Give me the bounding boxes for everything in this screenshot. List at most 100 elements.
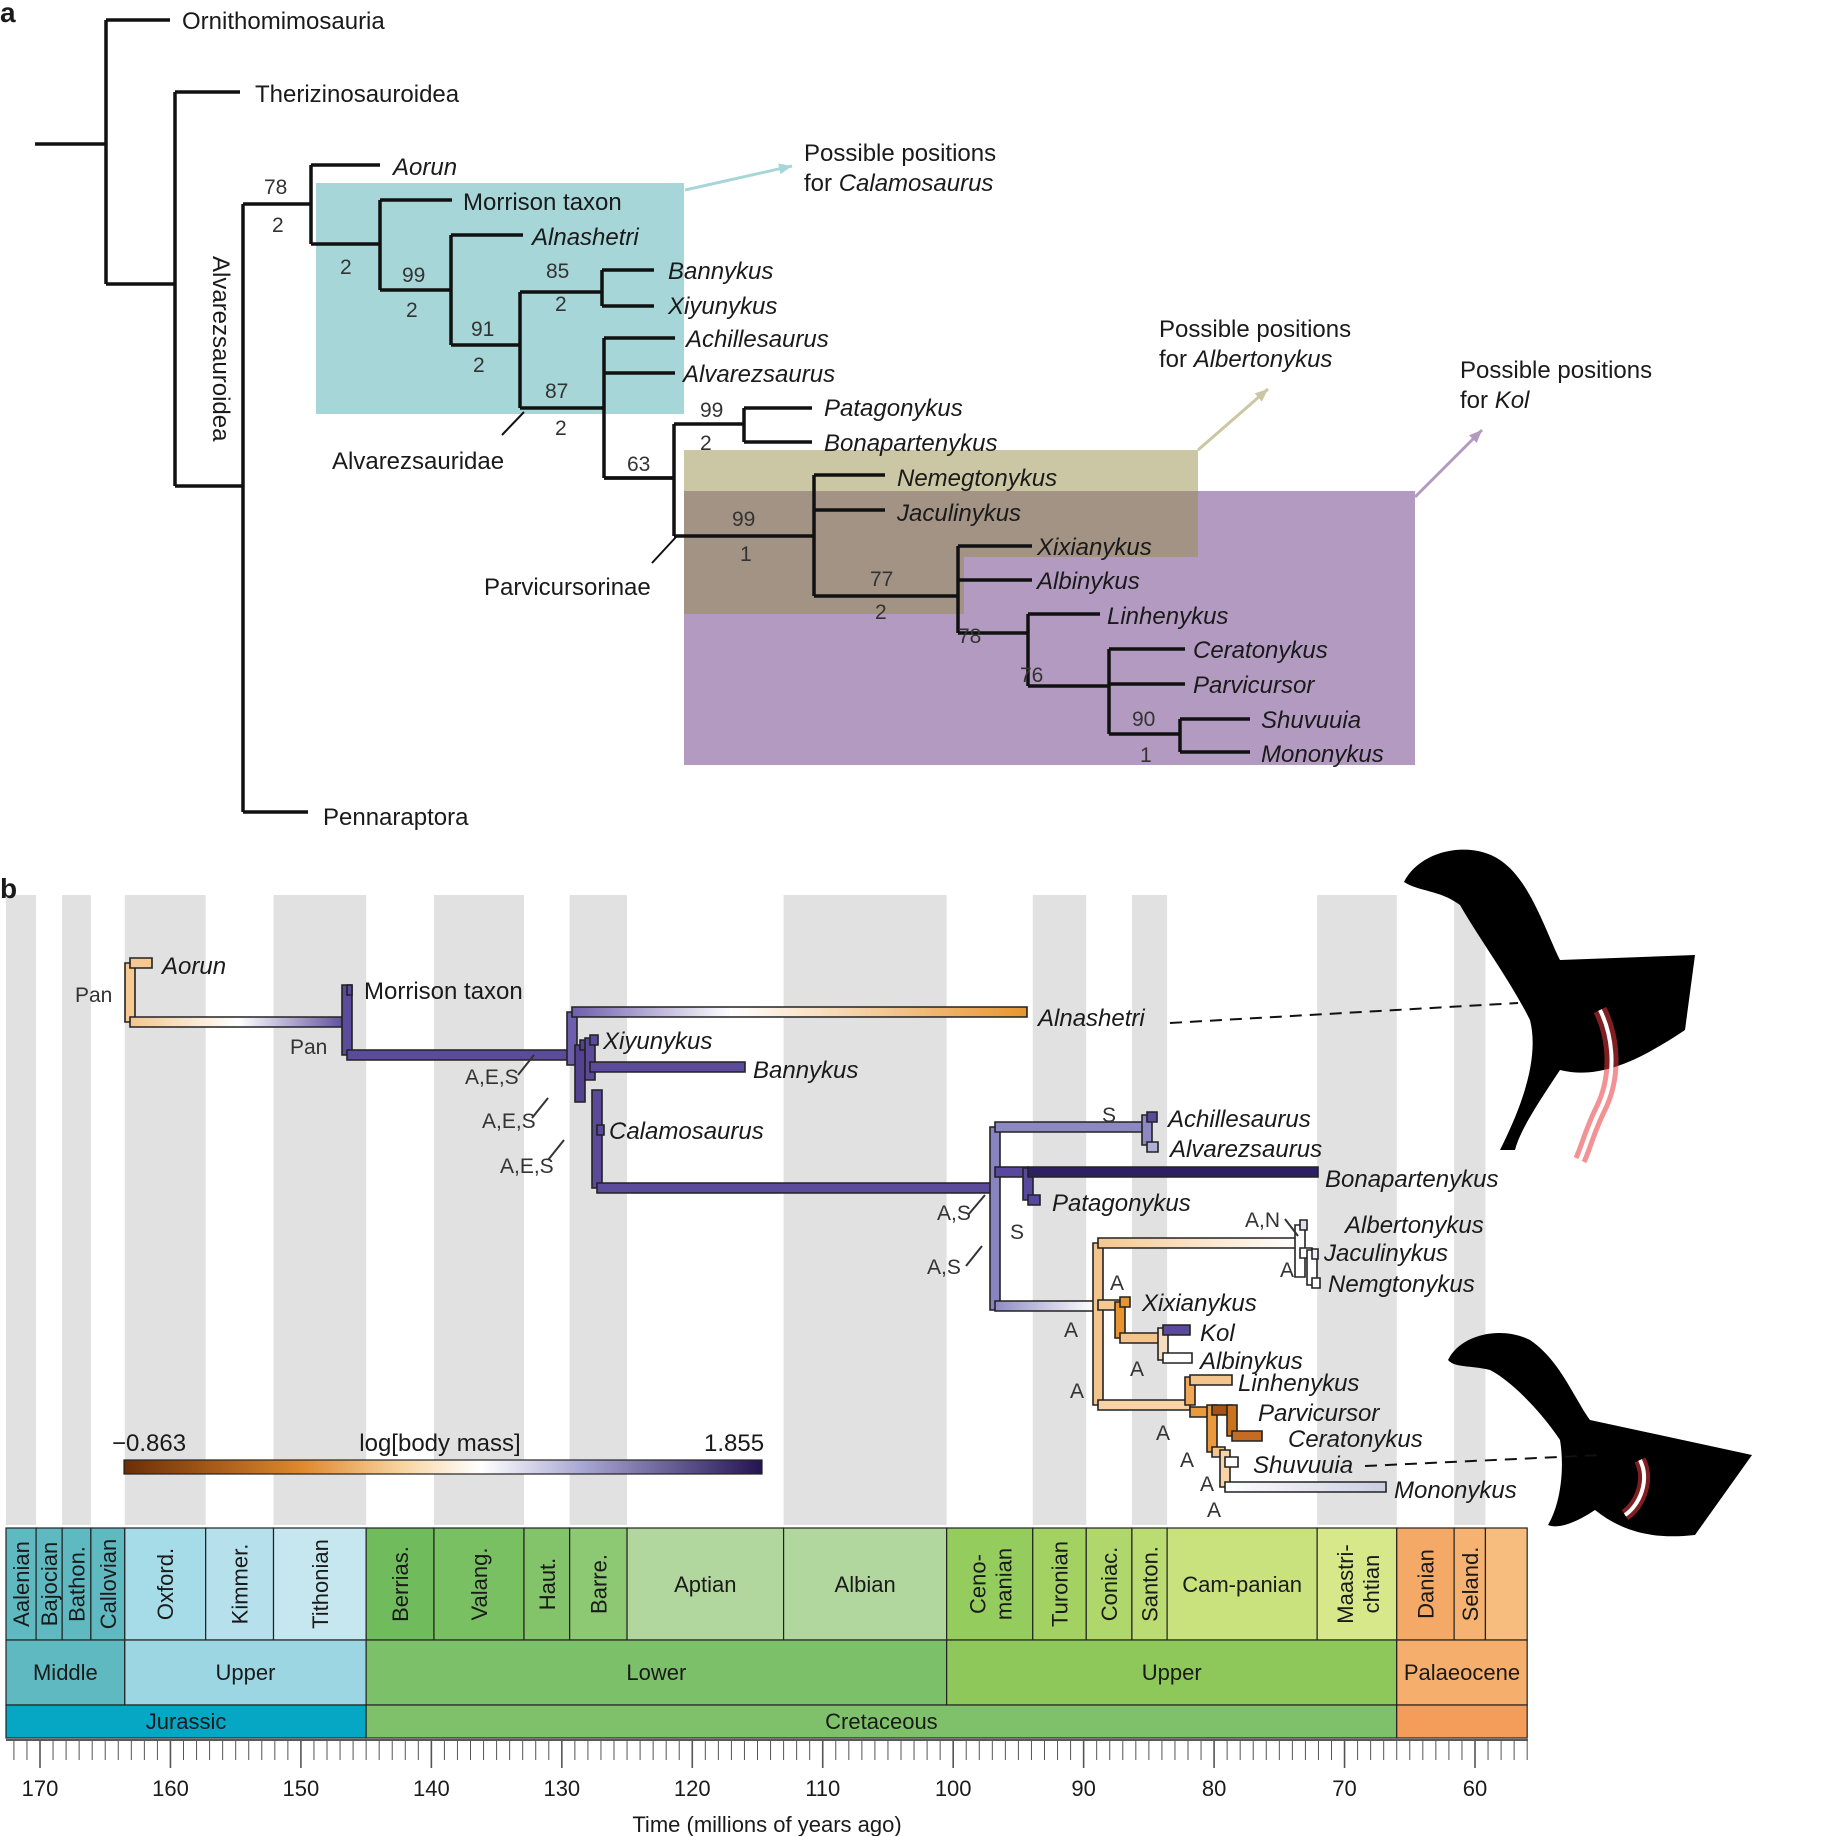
tick-label-9: 80: [1202, 1776, 1226, 1801]
outgroup-pennaraptora: Pennaraptora: [323, 804, 469, 831]
support-value-7: 85: [546, 260, 569, 283]
stage-label-13-a: Ceno-: [966, 1554, 991, 1614]
stage-label-17: Cam-panian: [1182, 1572, 1302, 1597]
change-4: A,E,S: [500, 1155, 554, 1178]
tick-label-5: 120: [674, 1776, 711, 1801]
support-value-21: 1: [1140, 744, 1152, 767]
upper-forelimb: [1578, 1009, 1614, 1161]
stage-label-5: Kimmer.: [228, 1544, 253, 1625]
stage-cell-8: [433, 1527, 525, 1641]
outgroup-ornithomimosauria: Ornithomimosauria: [182, 8, 385, 35]
stage-stripe: [433, 895, 524, 1525]
b-taxon-12: Nemgtonykus: [1328, 1271, 1475, 1298]
stage-label-13-b: manian: [992, 1548, 1017, 1620]
taxon-13: Linhenykus: [1107, 603, 1228, 630]
stage-stripe: [1454, 895, 1486, 1525]
stage-cell-10: [569, 1527, 628, 1641]
stage-label-18-a: Maastri-: [1333, 1544, 1358, 1623]
stage-label-3: Callovian: [96, 1539, 121, 1630]
support-value-4: 2: [406, 299, 418, 322]
calamosaurus-note-prefix: for: [804, 170, 839, 197]
stage-stripe: [783, 895, 947, 1525]
change-15: A: [1156, 1422, 1170, 1445]
epoch-label-2: Lower: [626, 1660, 686, 1685]
stage-cell-4: [124, 1527, 207, 1641]
b-aorun-morrison: [129, 1016, 348, 1028]
overlap-box-lower: [684, 557, 964, 614]
albertonykus-note-prefix: for: [1159, 346, 1194, 373]
panel-a: a: [0, 0, 1415, 814]
stage-label-1: Bajocian: [37, 1542, 62, 1626]
outgroup-branches: [35, 18, 311, 814]
support-value-12: 99: [700, 399, 723, 422]
overlap-box: [684, 491, 1198, 557]
lower-forelimb: [1623, 1459, 1646, 1517]
albertonykus-note-line2: for Albertonykus: [1159, 346, 1332, 373]
b-xiyunykus: [589, 1034, 599, 1046]
lower-silhouette: [1448, 1332, 1752, 1537]
clade-pointer: [651, 536, 677, 564]
period-label-1: Cretaceous: [825, 1709, 938, 1734]
b-taxon-11: Jaculinykus: [1323, 1240, 1448, 1267]
stage-label-4: Oxford.: [153, 1548, 178, 1620]
change-14: A: [1070, 1380, 1084, 1403]
b-to-parv: [994, 1300, 1096, 1312]
stage-cell-14: [1032, 1527, 1087, 1641]
tick-label-0: 170: [22, 1776, 59, 1801]
b-taxon-15: Albinykus: [1198, 1348, 1303, 1375]
b-linhenykus: [1189, 1374, 1233, 1386]
dinosaur-silhouettes: [1169, 849, 1752, 1537]
taxon-2: Alnashetri: [530, 224, 639, 251]
support-value-9: 87: [545, 380, 568, 403]
stage-label-14: Turonian: [1048, 1541, 1073, 1627]
b-taxon-6: Achillesaurus: [1166, 1106, 1311, 1133]
change-11: A: [1110, 1272, 1124, 1295]
colorbar-min: −0.863: [112, 1430, 186, 1457]
taxon-17: Mononykus: [1261, 741, 1384, 768]
tick-label-2: 140: [413, 1776, 450, 1801]
b-patagonykus: [1027, 1194, 1041, 1206]
clade-alvarezsauroidea: Alvarezsauroidea: [207, 256, 234, 442]
change-6: A,S: [937, 1202, 971, 1225]
taxon-12: Albinykus: [1035, 568, 1140, 595]
b-taxon-5: Calamosaurus: [609, 1118, 764, 1145]
support-value-18: 78: [958, 625, 981, 648]
taxon-3: Bannykus: [668, 258, 773, 285]
b-to-albertonykus-clade: [1097, 1237, 1297, 1249]
support-value-17: 2: [875, 601, 887, 624]
b-alvarezsaurus: [1146, 1141, 1159, 1153]
tick-label-11: 60: [1463, 1776, 1487, 1801]
stage-label-10: Barre.: [586, 1554, 611, 1614]
change-3: A,E,S: [482, 1110, 536, 1133]
tick-label-8: 90: [1071, 1776, 1095, 1801]
b-taxon-2: Alnashetri: [1036, 1005, 1145, 1032]
support-value-8: 2: [555, 293, 567, 316]
taxon-0: Aorun: [391, 154, 457, 181]
taxon-9: Nemegtonykus: [897, 465, 1057, 492]
b-lin-h: [1097, 1399, 1191, 1411]
b-bonapartenykus: [1027, 1166, 1319, 1178]
taxon-11: Xixianykus: [1036, 534, 1152, 561]
stage-label-7: Berrias.: [388, 1546, 413, 1622]
upper-silhouette: [1404, 849, 1695, 1150]
stage-label-11: Aptian: [674, 1572, 736, 1597]
change-pointer: [531, 1097, 549, 1119]
panel-a-tree: [309, 163, 1250, 754]
stage-label-8: Valang.: [467, 1548, 492, 1621]
epoch-label-1: Upper: [216, 1660, 276, 1685]
epoch-label-0: Middle: [33, 1660, 98, 1685]
b-nemgtonykus: [1311, 1277, 1321, 1289]
epoch-cell-4: [1396, 1639, 1528, 1706]
support-value-14: 99: [732, 508, 755, 531]
change-pointer: [967, 1194, 986, 1216]
taxon-5: Achillesaurus: [684, 326, 829, 353]
stage-cell-5: [205, 1527, 275, 1641]
b-to-alvarezsauridae: [596, 1182, 996, 1194]
support-value-3: 99: [402, 264, 425, 287]
stage-label-2: Bathon.: [65, 1546, 90, 1622]
b-cala-stem: [591, 1089, 603, 1189]
stage-cell-18: [1316, 1527, 1398, 1641]
b-morrison-tip: [346, 984, 353, 996]
